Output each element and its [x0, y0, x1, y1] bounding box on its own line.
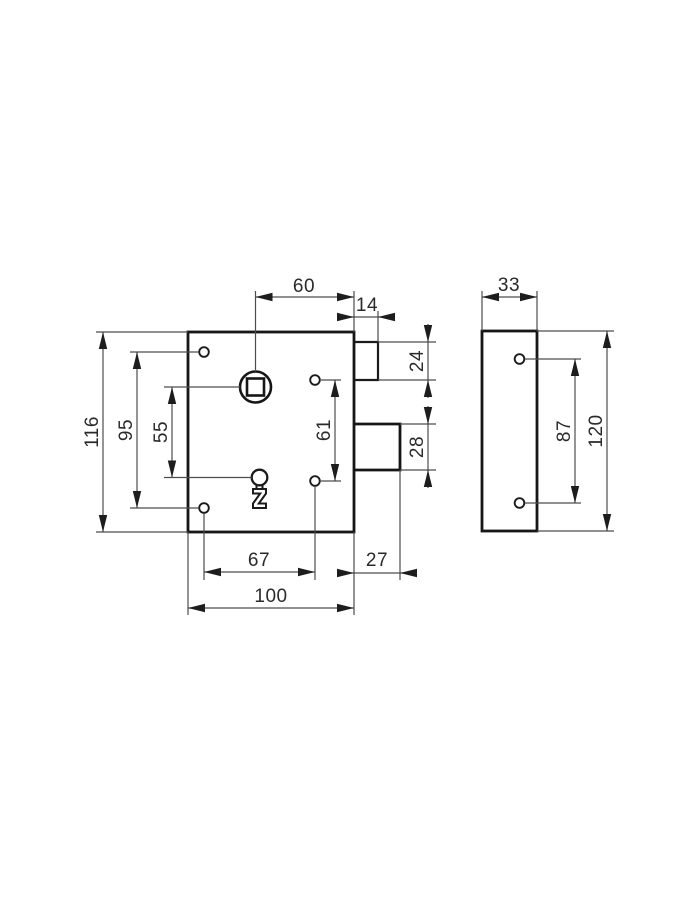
arrow-right-icon: [337, 312, 354, 322]
arrow-up-icon: [98, 332, 108, 349]
dim-spindle-to-keyhole: 55: [151, 386, 252, 479]
lock-case-outline: [186, 330, 356, 534]
keyhole-shank: [252, 488, 267, 509]
arrow-up-icon: [132, 352, 142, 369]
arrow-up-icon: [167, 387, 177, 404]
plate-screw-hole-bottom: [513, 497, 526, 509]
arrow-left-icon: [204, 567, 221, 577]
screw-hole-top-left: [198, 346, 210, 358]
dim-label-bottom-screw-holes-spacing: 67: [248, 550, 270, 571]
arrow-right-icon: [520, 292, 537, 302]
dim-label-plate-height: 120: [586, 414, 607, 447]
dim-latch-bolt-height: 24: [378, 324, 436, 398]
keyhole-icon: [250, 468, 269, 509]
dim-case-width: 100: [187, 532, 354, 615]
dim-label-case-height: 116: [82, 416, 103, 448]
dim-dead-bolt-projection: 27: [337, 470, 417, 615]
dim-bottom-screw-holes-spacing: 67: [203, 486, 316, 580]
arrow-left-icon: [255, 292, 273, 302]
dim-plate-width: 33: [481, 275, 538, 331]
arrow-left-icon: [378, 312, 395, 322]
arrow-down-icon: [330, 464, 340, 481]
dim-label-dead-bolt-height: 28: [407, 436, 428, 458]
dim-label-spindle-to-right-edge: 60: [293, 276, 315, 297]
screw-hole-bottom-right: [309, 475, 321, 487]
arrow-left-icon: [482, 292, 499, 302]
arrow-down-icon: [98, 515, 108, 532]
arrow-down-icon: [167, 460, 177, 478]
dim-label-spindle-to-keyhole: 55: [151, 421, 172, 443]
dim-label-right-screw-holes-spacing: 61: [314, 419, 335, 441]
arrow-right-icon: [298, 567, 315, 577]
arrow-down-icon: [423, 407, 433, 424]
dim-label-plate-screw-holes-spacing: 87: [554, 420, 575, 442]
dim-label-left-screw-holes-spacing: 95: [116, 419, 137, 441]
side-view: [480, 329, 539, 533]
dim-plate-screw-holes-spacing: 87: [525, 358, 581, 504]
front-view: [186, 330, 402, 534]
plate-screw-hole-top: [513, 353, 526, 365]
dim-case-height: 116: [82, 331, 188, 533]
arrow-down-icon: [570, 486, 580, 503]
dim-left-screw-holes-spacing: 95: [116, 351, 199, 509]
arrow-up-icon: [330, 380, 340, 397]
latch-bolt: [354, 340, 380, 382]
end-plate-outline: [480, 329, 539, 533]
arrow-up-icon: [602, 331, 612, 348]
screw-hole-top-right: [309, 374, 321, 386]
arrow-up-icon: [423, 380, 433, 397]
keyhole-circle: [250, 468, 269, 487]
arrow-up-icon: [423, 470, 433, 487]
dim-label-latch-bolt-height: 24: [407, 350, 428, 372]
arrow-down-icon: [602, 514, 612, 531]
spindle-square-hole-icon: [245, 377, 266, 397]
dim-dead-bolt-height: 28: [400, 406, 436, 488]
dim-label-plate-width: 33: [498, 275, 520, 296]
dim-label-case-width: 100: [254, 586, 287, 607]
screw-hole-bottom-left: [198, 502, 210, 514]
dim-latch-bolt-width: 14: [337, 295, 395, 342]
arrow-down-icon: [423, 325, 433, 342]
arrow-left-icon: [188, 603, 205, 613]
dead-bolt: [354, 422, 402, 472]
dim-spindle-to-right-edge: 60: [254, 276, 355, 372]
dim-plate-height: 120: [537, 330, 614, 532]
arrow-up-icon: [570, 359, 580, 376]
arrow-right-icon: [337, 603, 354, 613]
arrow-down-icon: [132, 491, 142, 508]
dim-label-dead-bolt-projection: 27: [366, 550, 388, 571]
arrow-right-icon: [337, 568, 354, 578]
dim-label-latch-bolt-width: 14: [356, 295, 378, 316]
arrow-right-icon: [337, 292, 354, 302]
dim-right-screw-holes-spacing: 61: [314, 379, 341, 482]
arrow-left-icon: [400, 568, 417, 578]
